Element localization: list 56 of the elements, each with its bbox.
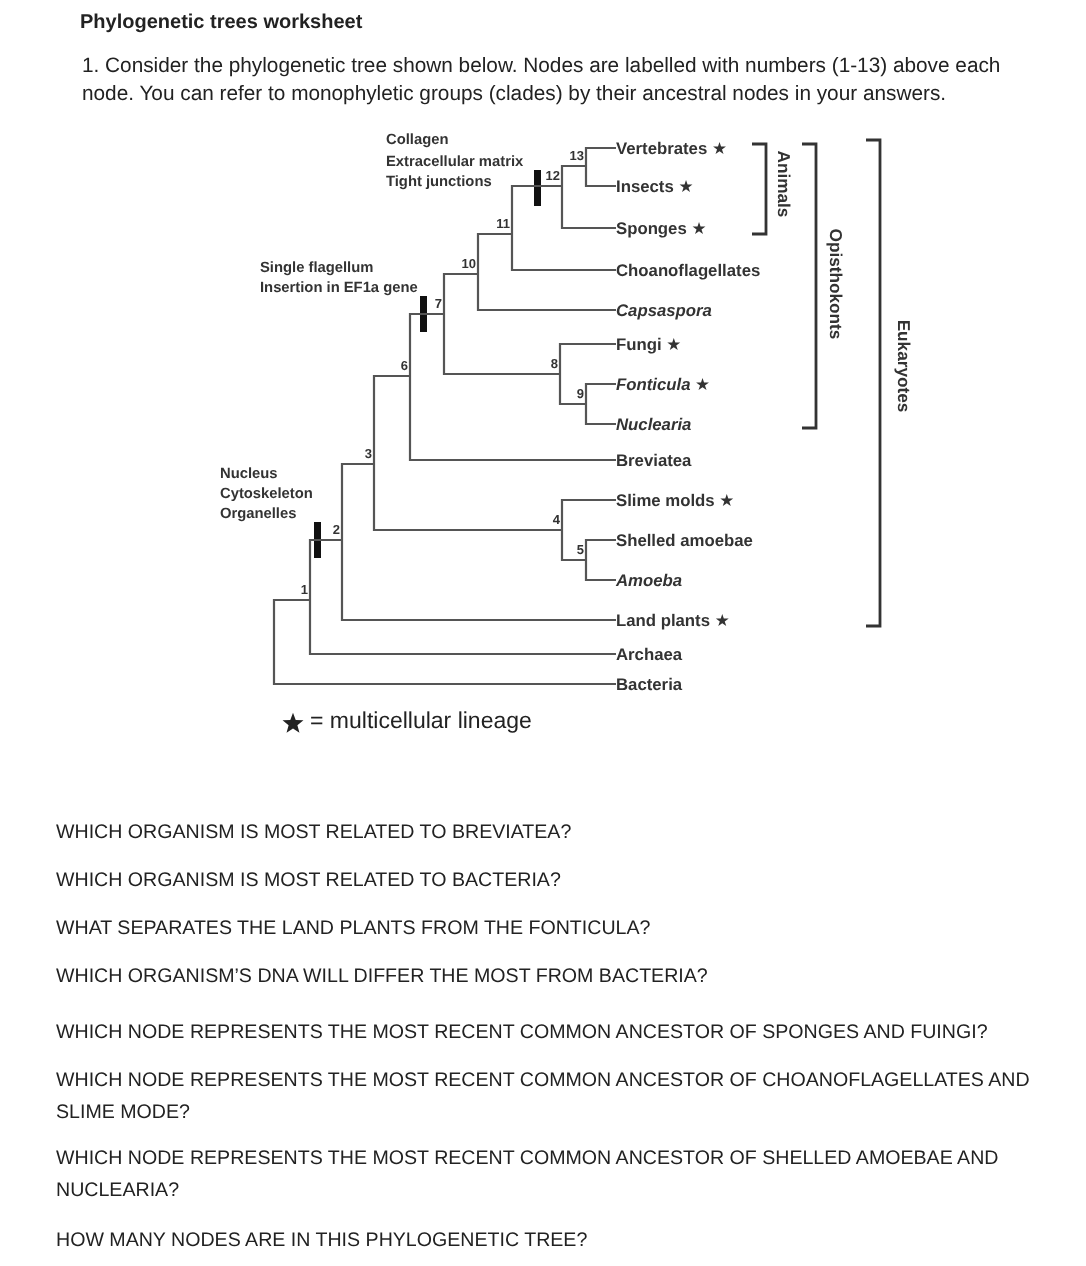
tree-branch bbox=[510, 184, 562, 234]
tree-branch bbox=[560, 164, 586, 186]
clade-label: Animals bbox=[774, 150, 794, 218]
taxon-label: Fungi ★ bbox=[616, 334, 682, 354]
question-text: WHICH ORGANISM IS MOST RELATED TO BREVIATEA? bbox=[56, 820, 574, 848]
tree-branch bbox=[560, 530, 586, 562]
taxon-label: Bacteria bbox=[616, 674, 683, 694]
taxon-label: Archaea bbox=[616, 644, 683, 664]
tree-branch bbox=[308, 538, 342, 600]
taxon-label: Land plants ★ bbox=[616, 610, 730, 630]
tree-branch bbox=[560, 498, 616, 530]
taxon-label: Capsaspora bbox=[616, 300, 712, 320]
worksheet-title: Phylogenetic trees worksheet bbox=[80, 12, 363, 36]
tree-branch bbox=[584, 538, 616, 560]
tree-branch bbox=[340, 462, 374, 540]
taxon-label: Choanoflagellates bbox=[616, 260, 761, 280]
question-text: WHICH ORGANISM’S DNA WILL DIFFER THE MOST FROM BACTERIA? bbox=[56, 964, 710, 992]
clade-label: Eukaryotes bbox=[894, 319, 914, 413]
clade-label: Opisthokonts bbox=[826, 228, 846, 340]
tree-branch bbox=[340, 540, 616, 622]
taxon-label: Breviatea bbox=[616, 450, 692, 470]
tree-branch bbox=[584, 560, 616, 582]
tree-branch bbox=[558, 374, 586, 406]
instructions-text: 1. Consider the phylogenetic tree shown below. Nodes are labelled with numbers (1-13) above each node. You can refer to monophyletic groups (clades) by their ancestral nodes in your answers. bbox=[82, 54, 1003, 108]
tree-branch bbox=[372, 374, 410, 464]
question-text: WHICH ORGANISM IS MOST RELATED TO BACTERIA? bbox=[56, 868, 563, 896]
tree-branch bbox=[584, 166, 616, 188]
tree-branch bbox=[584, 404, 616, 426]
taxon-label: Nuclearia bbox=[616, 414, 692, 434]
taxon-label: Fonticula ★ bbox=[616, 374, 711, 394]
tree-branch bbox=[584, 382, 616, 404]
tree-branch bbox=[442, 314, 560, 376]
tree-branch bbox=[272, 598, 616, 686]
tree-branch bbox=[476, 232, 512, 274]
taxon-label: Slime molds ★ bbox=[616, 490, 735, 510]
question-text: WHAT SEPARATES THE LAND PLANTS FROM THE FONTICULA? bbox=[56, 916, 653, 944]
taxon-label: Amoeba bbox=[616, 570, 683, 590]
question-text: WHICH NODE REPRESENTS THE MOST RECENT COMMON ANCESTOR OF SPONGES AND FUINGI? bbox=[56, 1020, 990, 1048]
tree-branch bbox=[476, 274, 616, 312]
question-text: WHICH NODE REPRESENTS THE MOST RECENT COMMON ANCESTOR OF CHOANOFLAGELLATES AND SLIME MODE? bbox=[56, 1068, 1032, 1127]
tree-branch bbox=[584, 146, 616, 166]
question-text: HOW MANY NODES ARE IN THIS PHYLOGENETIC TREE? bbox=[56, 1228, 590, 1256]
tree-branch bbox=[408, 312, 444, 376]
taxon-label: Insects ★ bbox=[616, 176, 694, 196]
tree-branch bbox=[558, 342, 616, 374]
taxon-label: Shelled amoebae bbox=[616, 530, 753, 550]
taxon-label: Sponges ★ bbox=[616, 218, 707, 238]
tree-branch bbox=[308, 600, 616, 656]
tree-branch bbox=[372, 464, 562, 532]
legend-text: = multicellular lineage bbox=[310, 708, 532, 736]
tree-branch bbox=[408, 376, 616, 462]
question-text: WHICH NODE REPRESENTS THE MOST RECENT COMMON ANCESTOR OF SHELLED AMOEBAE AND NUCLEARIA? bbox=[56, 1146, 1001, 1205]
tree-branch bbox=[560, 186, 616, 230]
tree-branch bbox=[510, 234, 616, 272]
tree-branch bbox=[442, 272, 478, 314]
taxon-label: Vertebrates ★ bbox=[616, 138, 727, 158]
